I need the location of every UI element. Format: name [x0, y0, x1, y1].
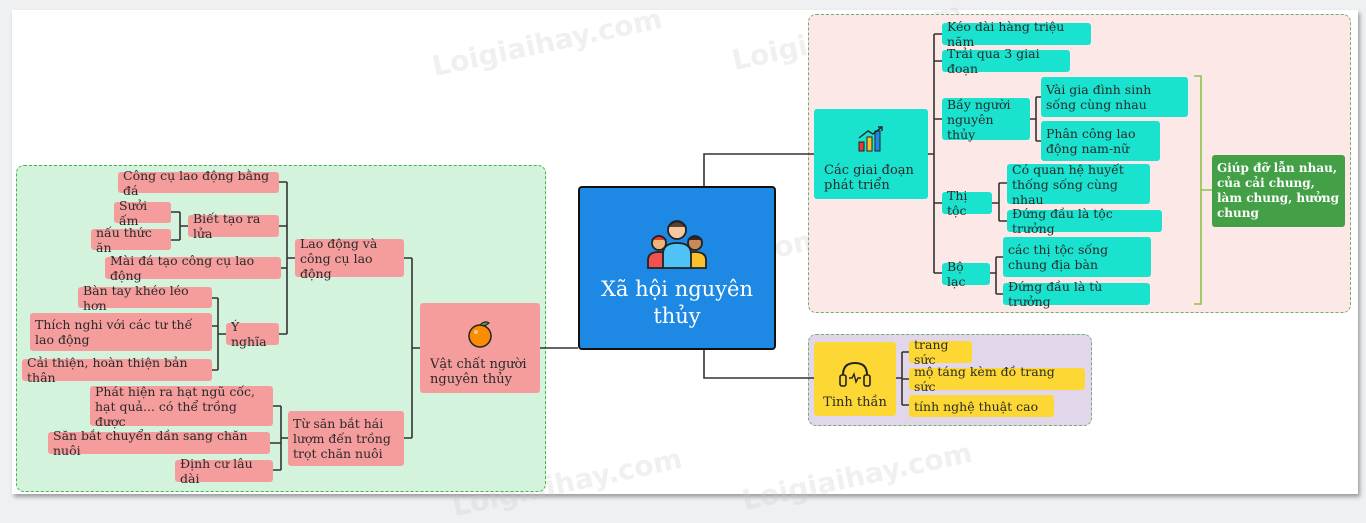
- node-thi-toc[interactable]: Thị tộc: [942, 188, 992, 218]
- node-dinh-cu[interactable]: Định cư lâu dài: [175, 456, 273, 486]
- node-bay-nguoi[interactable]: Bầy người nguyên thủy: [942, 97, 1030, 142]
- node-phat-hien[interactable]: Phát hiện ra hạt ngũ cốc, hạt quả... có …: [90, 384, 273, 429]
- topic-vat-chat-label: Vật chất người nguyên thủy: [430, 357, 527, 387]
- node-biet-tao-lua[interactable]: Biết tạo ra lửa: [188, 211, 279, 241]
- node-summary[interactable]: Giúp đỡ lẫn nhau, của cải chung, làm chu…: [1212, 155, 1345, 227]
- node-chan-nuoi[interactable]: Săn bắt chuyển dần sang chăn nuôi: [48, 428, 270, 458]
- topic-giai-doan[interactable]: Các giai đoạn phát triển: [814, 109, 928, 199]
- node-suoi-am[interactable]: Sưởi ấm: [114, 198, 171, 228]
- node-cong-cu-da[interactable]: Công cụ lao động bằng đá: [118, 168, 279, 198]
- node-quan-he[interactable]: Có quan hệ huyết thống sống cùng nhau: [1007, 162, 1150, 207]
- node-lao-dong[interactable]: Lao động và công cụ lao động: [295, 236, 404, 281]
- node-ban-tay[interactable]: Bàn tay khéo léo hơn: [78, 283, 212, 313]
- headphones-icon: [839, 361, 871, 387]
- node-y-nghia[interactable]: Ý nghĩa: [226, 319, 279, 349]
- node-toc-truong[interactable]: Đứng đầu là tộc trưởng: [1007, 206, 1162, 236]
- topic-tinh-than[interactable]: Tinh thần: [814, 342, 896, 416]
- node-bo-lac[interactable]: Bộ lạc: [942, 259, 990, 289]
- topic-vat-chat[interactable]: Vật chất người nguyên thủy: [420, 303, 540, 393]
- node-mo-tang[interactable]: mộ táng kèm đồ trang sức: [909, 364, 1085, 394]
- node-tu-truong[interactable]: Đứng đầu là tù trưởng: [1003, 279, 1150, 309]
- connector-lines: [171, 33, 1212, 471]
- topic-tinh-than-label: Tinh thần: [823, 395, 887, 410]
- node-nghe-thuat[interactable]: tính nghệ thuật cao: [909, 395, 1054, 417]
- node-thich-nghi[interactable]: Thích nghi với các tư thế lao động: [30, 313, 212, 351]
- node-trang-suc[interactable]: trang sức: [909, 337, 972, 367]
- orange-fruit-icon: [468, 321, 492, 348]
- central-topic[interactable]: Xã hội nguyên thủy: [578, 186, 776, 350]
- central-topic-title: Xã hội nguyên thủy: [600, 277, 753, 328]
- bar-chart-icon: [858, 126, 883, 152]
- node-vai-gia-dinh[interactable]: Vài gia đình sinh sống cùng nhau: [1041, 77, 1188, 117]
- node-cac-thi-toc[interactable]: các thị tộc sống chung địa bàn: [1003, 237, 1151, 277]
- node-phan-cong[interactable]: Phân công lao động nam-nữ: [1041, 121, 1160, 161]
- people-group-icon: [647, 220, 707, 269]
- node-san-bat[interactable]: Từ săn bắt hái lượm đến trồng trọt chăn …: [288, 411, 404, 466]
- topic-giai-doan-label: Các giai đoạn phát triển: [824, 163, 914, 193]
- node-cai-thien[interactable]: Cải thiện, hoàn thiện bản thân: [22, 355, 212, 385]
- node-trai-qua[interactable]: Trải qua 3 giai đoạn: [942, 46, 1070, 76]
- node-nau-thuc-an[interactable]: nấu thức ăn: [91, 225, 171, 255]
- node-mai-da[interactable]: Mài đá tạo công cụ lao động: [105, 253, 281, 283]
- node-keo-dai[interactable]: Kéo dài hàng triệu năm: [942, 19, 1091, 49]
